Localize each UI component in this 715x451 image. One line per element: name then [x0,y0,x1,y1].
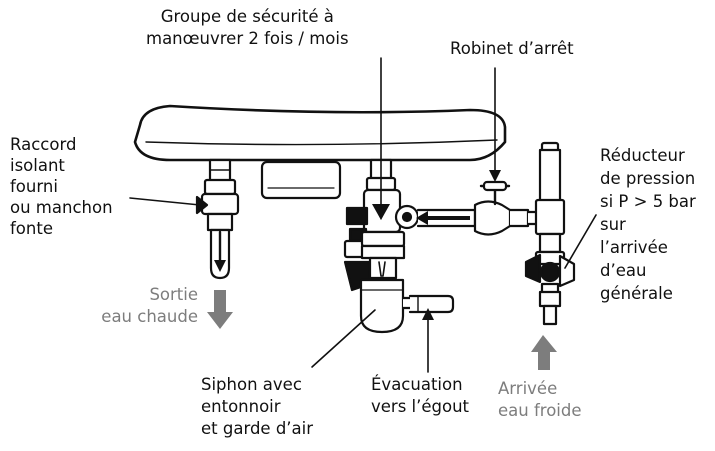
drain-pipe [408,294,455,314]
hot-water-flow-arrow [207,290,233,329]
label-siphon: Siphon avec entonnoir et garde d’air [201,375,314,438]
leader-lines [129,57,597,373]
leader-arrowheads [375,170,501,320]
label-insulating-fitting: Raccord isolant fourni ou manchon fonte [10,135,113,238]
cold-water-flow-arrow [531,335,557,370]
label-pressure-reducer: Réducteur de pression si P > 5 bar sur l… [600,146,696,303]
label-drain: Évacuation vers l’égout [371,375,470,416]
label-cold-water-inlet: Arrivée eau froide [498,379,582,420]
pressure-reducer [524,253,576,326]
label-hot-water-outlet: Sortie eau chaude [101,285,198,326]
cold-feed-riser [534,141,566,266]
water-heater-tank [133,104,507,200]
label-stop-valve: Robinet d’arrêt [450,39,574,58]
internal-flow-arrows [416,211,470,225]
label-safety-group: Groupe de sécurité à manœuvrer 2 fois / … [146,7,349,48]
hot-water-outlet-pipe [195,158,240,280]
flow-arrows [207,290,557,370]
